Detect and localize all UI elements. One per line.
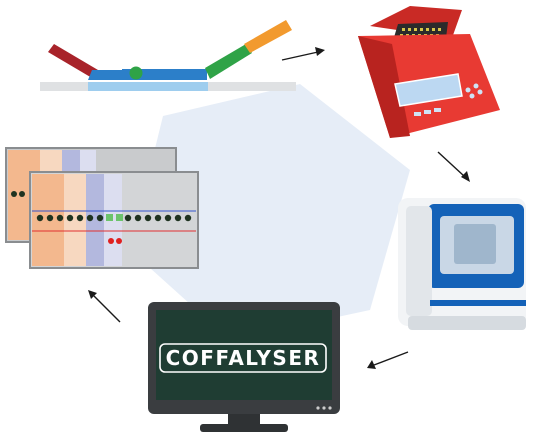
thermal-cycler-icon [358,6,500,138]
arrow-monitor-to-charts [88,290,121,323]
workflow-arrows [88,47,470,369]
coffalyser-logo: COFFALYSER [166,346,321,370]
monitor-icon: COFFALYSER [148,302,340,432]
logo-frame [159,343,327,373]
sequencer-icon [398,198,526,330]
ratio-chart-icon [5,147,199,269]
background-hexagon [130,84,410,340]
arrow-probe-to-pcr [281,47,325,61]
arrow-pcr-to-sequencer [437,151,470,182]
arrow-sequencer-to-monitor [367,351,409,369]
mlpa-probe-icon [40,20,296,91]
